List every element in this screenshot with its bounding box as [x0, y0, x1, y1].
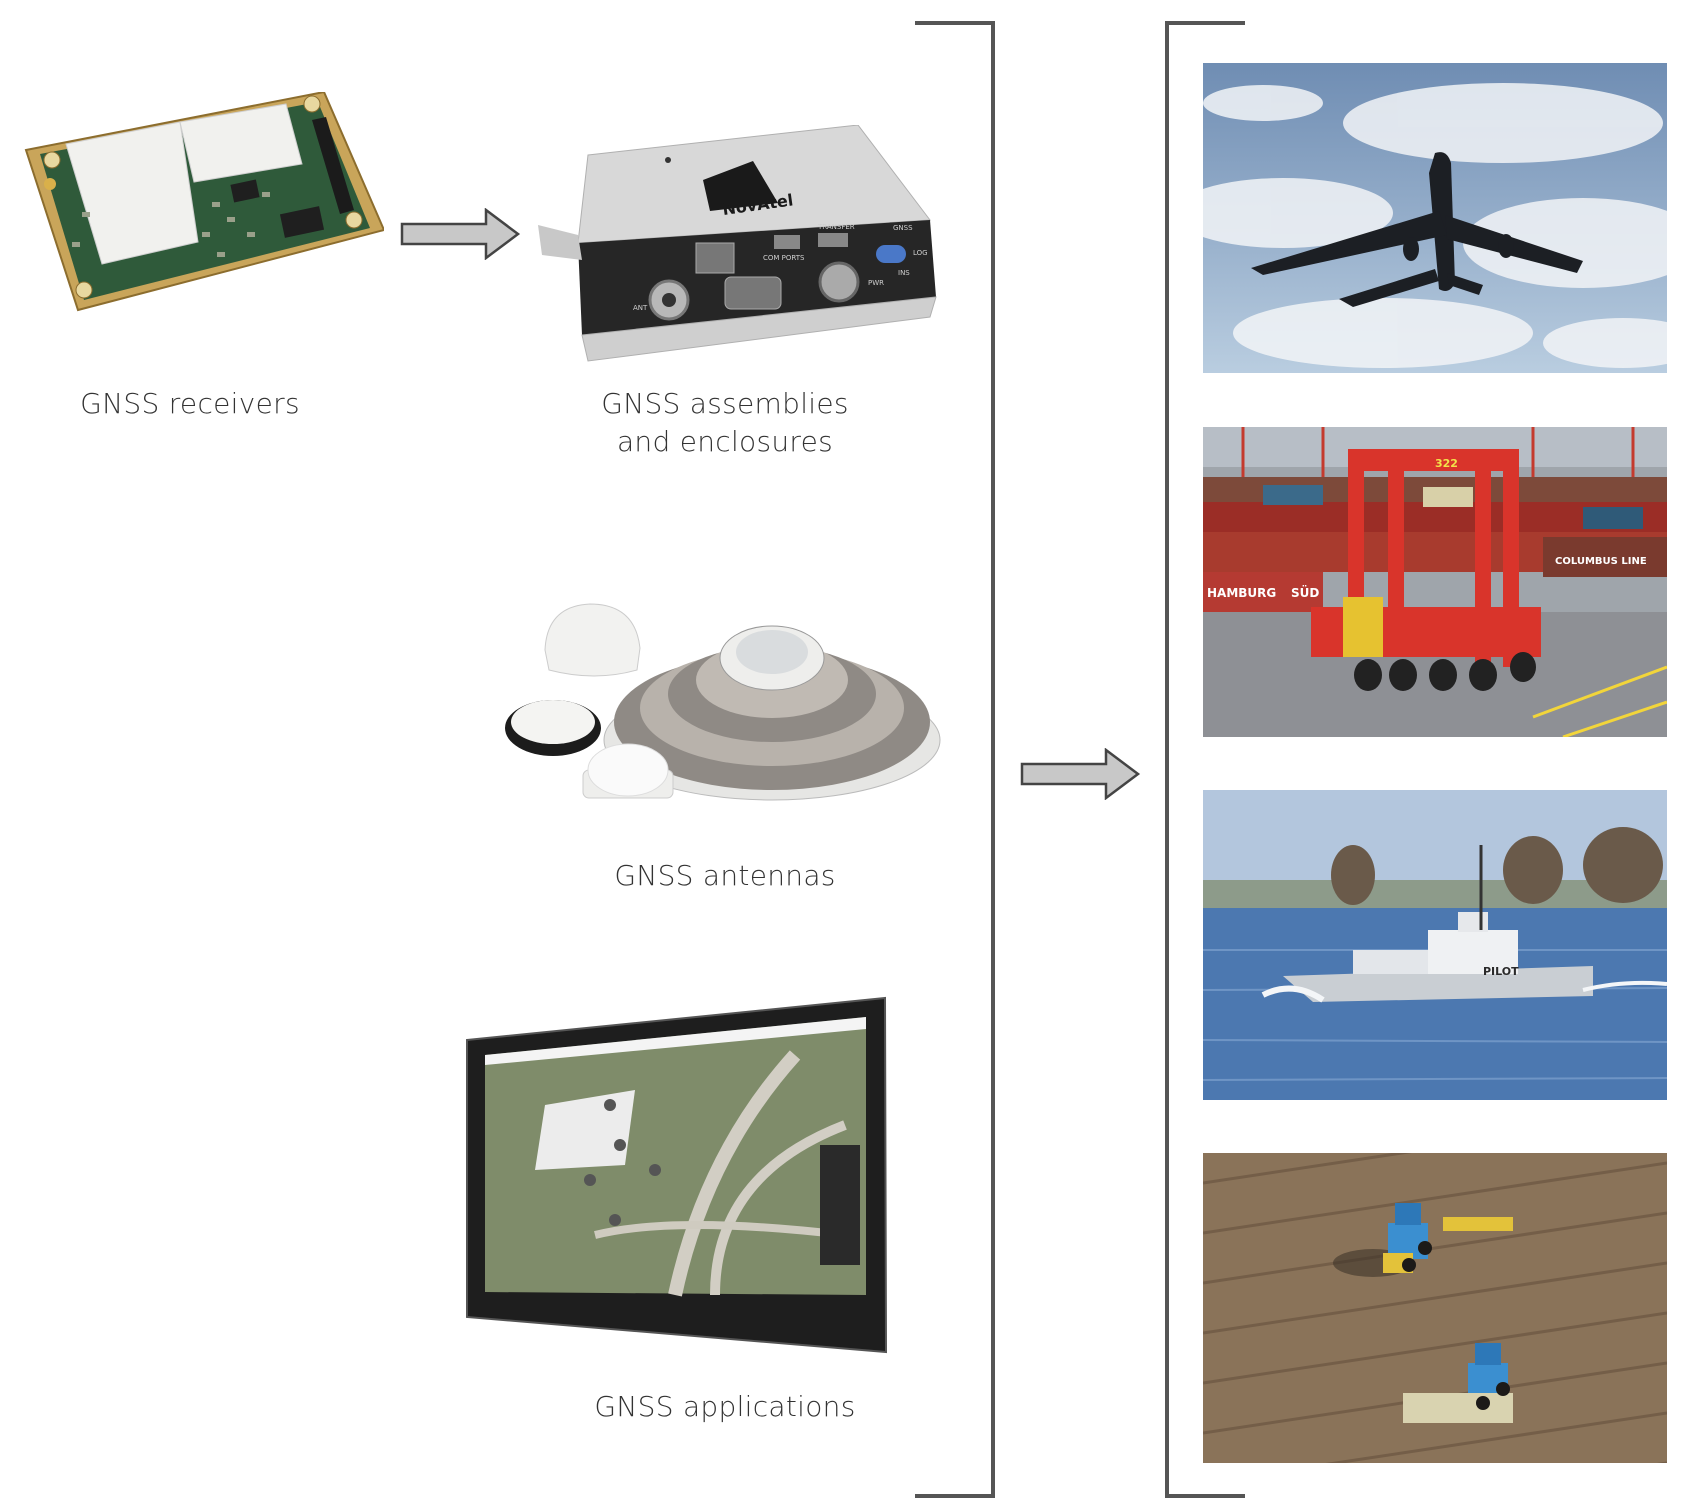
port-label-ins: INS [898, 269, 910, 277]
vessel-text: PILOT [1483, 965, 1519, 978]
gnss-receivers-label: GNSS receivers [80, 387, 300, 420]
gnss-application-tablet-image [415, 995, 895, 1360]
port-label-pwr: PWR [868, 279, 884, 287]
gnss-assemblies-line1: GNSS assemblies [601, 387, 849, 420]
port-label-ant: ANT [633, 304, 648, 312]
market-photo-port: HAMBURG SÜD COLUMBUS LINE 322 [1203, 427, 1667, 737]
arrow-right-icon [400, 208, 522, 260]
crane-number: 322 [1435, 457, 1458, 470]
gnss-antennas-image [505, 598, 945, 813]
container-sign-sud: SÜD [1291, 585, 1319, 600]
gnss-assemblies-label: GNSS assemblies and enclosures [560, 385, 890, 461]
market-photo-marine: PILOT [1203, 790, 1667, 1100]
products-bracket [913, 20, 998, 1500]
gnss-receiver-image [22, 92, 384, 322]
markets-bracket [1163, 20, 1248, 1500]
port-label-com: COM PORTS [763, 254, 805, 262]
port-label-gnss: GNSS [893, 224, 913, 232]
gnss-enclosure-image: NovAtel COM PORTS TRANSFER GNSS LOG PWR … [538, 125, 943, 375]
port-label-transfer: TRANSFER [817, 223, 855, 231]
market-photo-aviation [1203, 63, 1667, 373]
port-label-log: LOG [913, 249, 928, 257]
gnss-applications-label: GNSS applications [594, 1390, 856, 1423]
container-sign-hamburg: HAMBURG [1207, 586, 1276, 600]
market-photo-agriculture [1203, 1153, 1667, 1463]
gnss-antennas-label: GNSS antennas [614, 859, 836, 892]
arrow-right-icon [1020, 748, 1142, 800]
gnss-assemblies-line2: and enclosures [616, 425, 834, 458]
container-sign-columbus: COLUMBUS LINE [1555, 556, 1647, 567]
